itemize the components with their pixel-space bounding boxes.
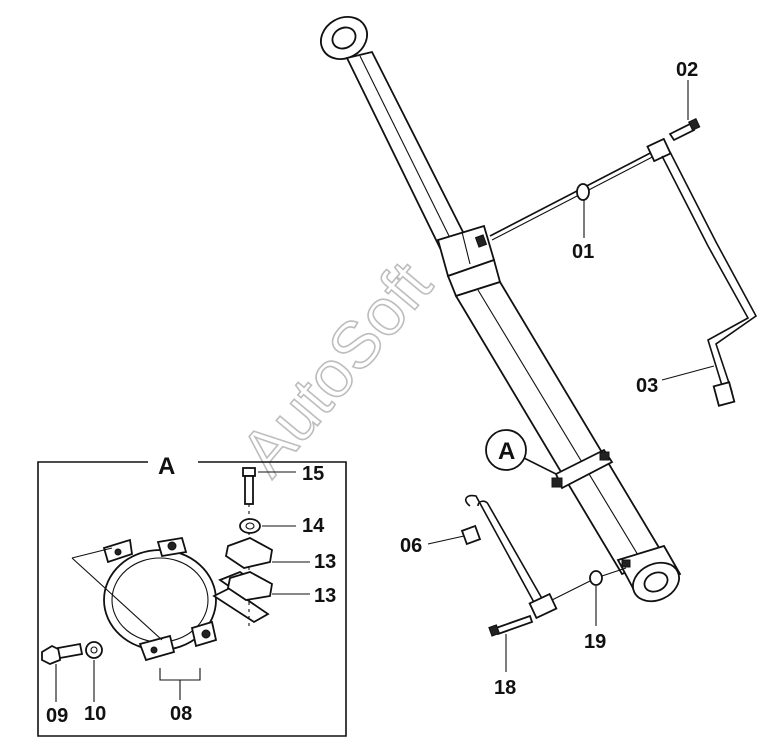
label-part-03: 03 <box>636 375 658 397</box>
label-part-06: 06 <box>400 535 422 557</box>
o-ring-19 <box>589 570 603 586</box>
label-part-02: 02 <box>676 59 698 81</box>
label-part-09: 09 <box>46 705 68 727</box>
label-part-15: 15 <box>302 463 324 485</box>
o-ring-01 <box>576 183 590 201</box>
label-part-14: 14 <box>302 515 325 537</box>
callout-circle <box>485 429 527 471</box>
upper-lube-line <box>489 118 758 407</box>
label-part-08: 08 <box>170 703 192 725</box>
label-part-13-upper: 13 <box>314 551 336 573</box>
detail-title: A <box>158 453 175 480</box>
pipe-end-03 <box>712 381 736 407</box>
label-part-13-lower: 13 <box>314 585 336 607</box>
watermark: AutoSoft <box>226 247 445 489</box>
detail-view-a: A <box>37 453 347 737</box>
label-part-18: 18 <box>494 677 516 699</box>
callout-label: A <box>498 438 515 465</box>
lower-lube-line <box>460 494 627 637</box>
bolt-18 <box>494 614 534 636</box>
label-part-19: 19 <box>584 631 606 653</box>
label-part-10: 10 <box>84 703 106 725</box>
label-part-01: 01 <box>572 241 594 263</box>
hydraulic-cylinder <box>320 16 682 603</box>
